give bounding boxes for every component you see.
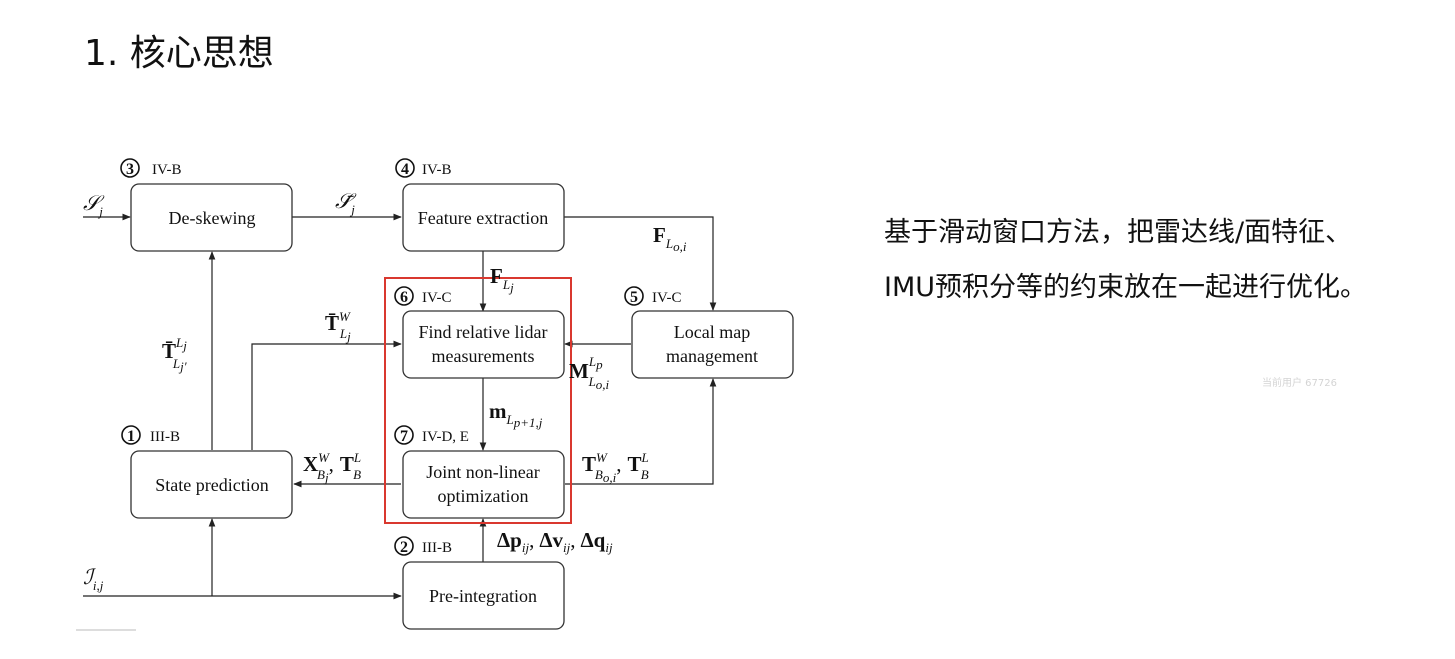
svg-text:7: 7 bbox=[400, 428, 408, 445]
svg-text:2: 2 bbox=[400, 539, 408, 556]
label-preint-deltas: Δpij,Δvij,Δqij bbox=[497, 528, 613, 555]
module-label-line2: optimization bbox=[438, 486, 529, 506]
svg-text:3: 3 bbox=[126, 161, 134, 178]
module-label-line1: Joint non-linear bbox=[426, 462, 539, 482]
label-s-j: 𝒮j bbox=[83, 191, 105, 219]
module-label: Pre-integration bbox=[429, 586, 537, 606]
badge-4: 4 IV-B bbox=[395, 158, 451, 178]
module-joint-optimization: Joint non-linear optimization bbox=[402, 450, 565, 519]
section-tag: IV-D, E bbox=[422, 429, 469, 445]
badge-5: 5 IV-C bbox=[624, 286, 681, 306]
section-tag: IV-C bbox=[422, 290, 451, 306]
label-f-lj: FLj bbox=[490, 264, 514, 295]
module-find-relative-lidar: Find relative lidar measurements bbox=[402, 310, 565, 379]
badge-2: 2 III-B bbox=[394, 536, 452, 556]
badge-7: 7 IV-D, E bbox=[394, 425, 469, 445]
svg-text:5: 5 bbox=[630, 289, 638, 306]
module-label-line1: Local map bbox=[674, 322, 750, 342]
module-label: Feature extraction bbox=[418, 208, 548, 228]
section-tag: IV-B bbox=[152, 162, 181, 178]
module-label: De-skewing bbox=[169, 208, 256, 228]
module-label: State prediction bbox=[155, 475, 268, 495]
description-line-2: IMU预积分等的约束放在一起进行优化。 bbox=[884, 272, 1368, 303]
module-label-line1: Find relative lidar bbox=[419, 322, 548, 342]
module-feature-extraction: Feature extraction bbox=[402, 183, 565, 252]
svg-text:4: 4 bbox=[401, 161, 409, 178]
module-deskewing: De-skewing bbox=[130, 183, 293, 252]
arrow-joint-localmap bbox=[565, 378, 717, 485]
section-tag: III-B bbox=[422, 540, 452, 556]
section-tag: IV-B bbox=[422, 162, 451, 178]
label-i-ij: ℐi,j bbox=[83, 565, 104, 593]
svg-text:1: 1 bbox=[127, 428, 135, 445]
section-tag: III-B bbox=[150, 429, 180, 445]
arrow-feature-localmap bbox=[564, 216, 717, 311]
highlight-frame bbox=[384, 277, 572, 524]
badge-3: 3 IV-B bbox=[120, 158, 181, 178]
label-s-bar-j: 𝒮̄j bbox=[335, 189, 357, 217]
svg-text:6: 6 bbox=[400, 289, 408, 306]
badge-1: 1 III-B bbox=[121, 425, 180, 445]
arrow-state-find bbox=[251, 340, 402, 450]
connectors bbox=[76, 213, 717, 631]
watermark: 当前用户 67726 bbox=[1262, 378, 1337, 389]
description-line-1: 基于滑动窗口方法，把雷达线/面特征、 bbox=[884, 217, 1353, 248]
label-f-loi: FLo,i bbox=[653, 223, 687, 254]
module-pre-integration: Pre-integration bbox=[402, 561, 565, 630]
badge-6: 6 IV-C bbox=[394, 286, 451, 306]
module-local-map: Local map management bbox=[631, 310, 794, 379]
module-label-line2: management bbox=[666, 346, 758, 366]
label-m-lp1j: mLp+1,j bbox=[489, 399, 543, 430]
module-state-prediction: State prediction bbox=[130, 450, 293, 519]
section-tag: IV-C bbox=[652, 290, 681, 306]
slide-title: 1. 核心思想 bbox=[84, 33, 274, 74]
module-label-line2: measurements bbox=[432, 346, 535, 366]
